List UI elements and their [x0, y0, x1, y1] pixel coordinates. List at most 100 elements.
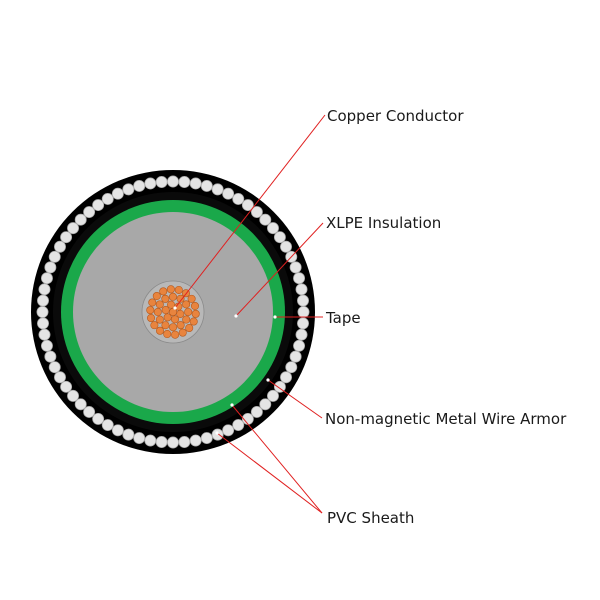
leader-pointer-dot [266, 378, 270, 382]
armor-wire [250, 206, 263, 218]
label-copper-conductor: Copper Conductor [327, 107, 464, 125]
armor-wire [111, 187, 124, 200]
conductor-strand [189, 317, 198, 326]
conductor-strand [161, 294, 170, 303]
armor-wire [111, 424, 124, 437]
armor-wire [48, 361, 61, 374]
armor-wire [189, 177, 202, 190]
armor-wire [144, 177, 157, 190]
armor-wire [178, 436, 191, 448]
armor-wire [211, 183, 224, 196]
armor-wire [155, 176, 168, 188]
copper-conductor-strands [146, 285, 200, 339]
armor-wire [38, 328, 51, 341]
conductor-strand [146, 306, 155, 315]
armor-wire [232, 419, 245, 431]
conductor-strand [155, 300, 164, 309]
armor-wire [200, 179, 213, 192]
conductor-strand [185, 324, 194, 333]
armor-wire [101, 193, 114, 205]
armor-wire [280, 371, 292, 384]
armor-wire [41, 339, 53, 352]
conductor-strand [176, 309, 185, 318]
conductor-strand [187, 294, 196, 303]
armor-wire [222, 424, 235, 437]
armor-wire [167, 436, 179, 449]
armor-wire [250, 406, 263, 418]
conductor-strand [168, 292, 177, 301]
armor-wire [222, 187, 235, 200]
armor-wire [48, 250, 61, 263]
conductor-strand [190, 301, 199, 310]
leader-pointer-dot [273, 315, 277, 319]
leader-line-pvc-sheath-outer [216, 432, 323, 514]
conductor-strand [163, 313, 172, 322]
armor-wire [178, 176, 191, 188]
leader-pointer-dot [173, 306, 177, 310]
conductor-strand [150, 321, 159, 330]
conductor-strand [184, 307, 193, 316]
armor-wire [297, 317, 309, 330]
conductor-strand [148, 298, 157, 307]
armor-wire [273, 231, 286, 244]
leader-pointer-dot [234, 314, 238, 318]
armor-wire [44, 261, 57, 274]
armor-wire [54, 240, 66, 253]
armor-wire-ring [36, 175, 310, 449]
labels: Copper Conductor XLPE Insulation Tape No… [325, 107, 567, 527]
armor-wire [74, 398, 87, 411]
conductor-strand [153, 308, 162, 317]
conductor-strand [156, 326, 165, 335]
armor-wire [200, 432, 213, 444]
leader-line-xlpe-insulation [235, 222, 324, 317]
armor-wire [83, 206, 96, 218]
armor-wire [67, 222, 79, 235]
armor-wire [54, 371, 66, 384]
armor-wire [101, 419, 114, 431]
conductor-strand [163, 330, 172, 339]
armor-wire [155, 436, 168, 448]
conductor-strand [176, 321, 185, 330]
armor-wire [211, 428, 224, 441]
armor-wire [297, 294, 309, 307]
armor-wire [167, 175, 179, 188]
conductor-strand [161, 306, 170, 315]
armor-wire [38, 283, 51, 296]
armor-wire [122, 183, 135, 196]
conductor-strand [170, 315, 179, 324]
conductor-strand [191, 309, 200, 318]
conductor-strand [155, 315, 164, 324]
armor-wire [122, 428, 135, 441]
armor-wire [41, 272, 53, 285]
conductor-strand [182, 315, 191, 324]
armor-wire [92, 199, 105, 212]
armor-wire [92, 412, 105, 425]
armor-wire [232, 193, 245, 205]
cable-cross-section [31, 170, 315, 454]
armor-wire [133, 179, 146, 192]
label-xlpe-insulation: XLPE Insulation [326, 214, 441, 232]
armor-wire [297, 306, 310, 318]
armor-wire [259, 398, 272, 411]
armor-wire [285, 361, 298, 374]
conductor-strand [169, 323, 178, 332]
armor-wire [37, 317, 49, 330]
armor-wire [83, 406, 96, 418]
conductor-strand [182, 300, 191, 309]
armor-wire [241, 199, 254, 212]
conductor-strand [161, 321, 170, 330]
armor-wire [289, 350, 302, 363]
conductor-strand [166, 285, 175, 294]
armor-wire [189, 434, 202, 447]
armor-wire [67, 389, 79, 402]
armor-wire [273, 380, 286, 393]
conductor-strand [169, 307, 178, 316]
armor-wire [295, 283, 308, 296]
leader-line-copper-conductor [174, 114, 326, 309]
leader-line-armor [267, 379, 323, 419]
conductor-strand [176, 294, 185, 303]
leader-pointer-dot [215, 431, 219, 435]
conductor-strand [171, 330, 180, 339]
armor-wire [289, 261, 302, 274]
